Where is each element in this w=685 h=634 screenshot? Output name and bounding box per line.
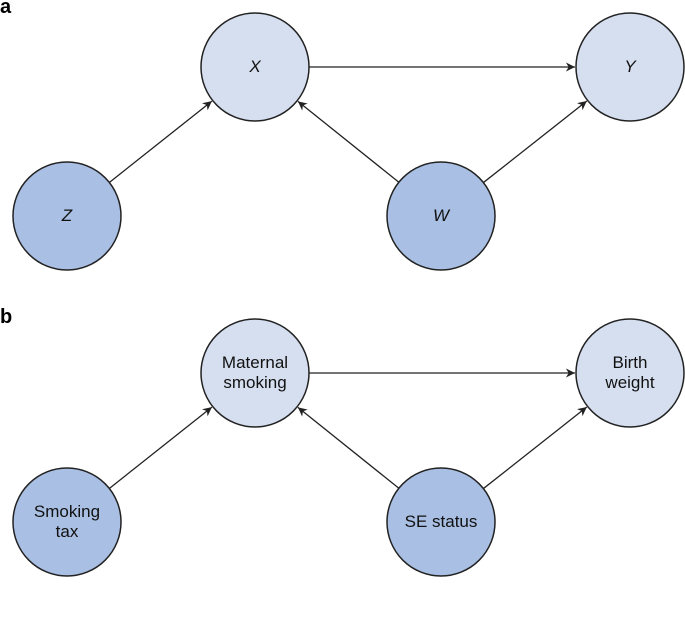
node-a-X xyxy=(200,12,310,122)
node-a-W xyxy=(386,161,496,271)
node-label: Z xyxy=(61,206,73,225)
panel-label-b: b xyxy=(0,306,13,328)
panel-label-a: a xyxy=(0,0,12,18)
node-b-X xyxy=(200,318,310,428)
node-b-Z xyxy=(12,467,122,577)
node-label: Y xyxy=(624,57,636,76)
node-label: Birth weight xyxy=(605,353,655,392)
edge-b-Z-X xyxy=(108,406,213,489)
edge-a-W-X xyxy=(297,100,400,183)
edge-b-W-Y xyxy=(483,406,588,490)
node-a-Y xyxy=(575,12,685,122)
edge-a-W-Y xyxy=(483,100,588,184)
node-label: W xyxy=(432,206,450,225)
node-label: X xyxy=(249,57,261,76)
node-b-Y xyxy=(575,318,685,428)
node-b-W xyxy=(386,467,496,577)
edge-b-W-X xyxy=(297,406,400,489)
node-label: Maternal smoking xyxy=(221,353,289,392)
edge-a-Z-X xyxy=(108,100,213,183)
node-label: Smoking tax xyxy=(33,502,101,541)
node-label: SE status xyxy=(404,512,478,531)
node-a-Z xyxy=(12,161,122,271)
